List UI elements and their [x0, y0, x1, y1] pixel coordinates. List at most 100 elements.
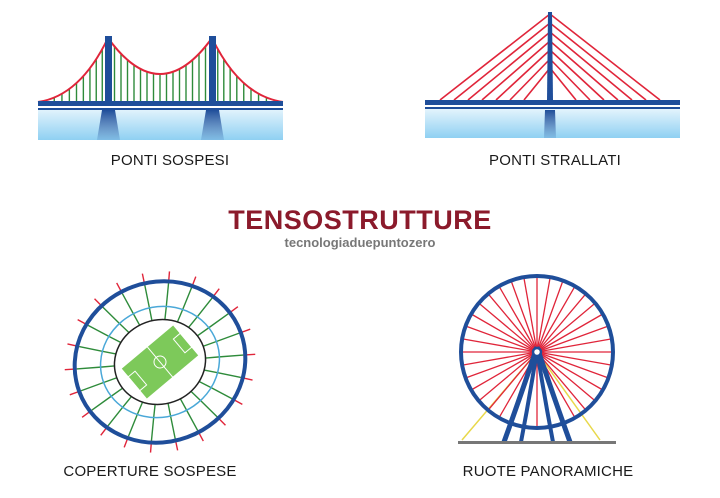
support-right [536, 351, 601, 441]
roof-cable-outer [216, 332, 240, 343]
suspension-bridge-illustration [37, 36, 284, 140]
roof-cable-inner [103, 377, 118, 384]
stay-cable [495, 49, 551, 101]
wheel-spoke [536, 278, 551, 353]
wheel-spoke [466, 325, 538, 353]
roof-cable-inner [190, 390, 202, 401]
stay-cable [481, 40, 551, 101]
pier-left [97, 110, 120, 140]
roof-cable-inner [102, 350, 117, 355]
roof-cable-inner [202, 340, 217, 347]
wheel-spoke [536, 351, 603, 391]
wheel-spoke [536, 286, 576, 353]
wheel-spoke [463, 338, 538, 353]
roof-cable-outer [219, 354, 244, 358]
roof-cable-inner [179, 398, 188, 411]
football-field [120, 324, 200, 400]
stay-cable [453, 22, 551, 101]
wheel-spoke [536, 351, 611, 366]
roof-cable-inner [205, 356, 220, 359]
roof-cable-outer [150, 417, 155, 441]
stay-cable [549, 22, 647, 101]
roof-cable-inner [118, 323, 130, 334]
wheel-spoke [488, 351, 538, 410]
pier-right [201, 110, 224, 140]
roof-cable-outer [121, 293, 134, 315]
label-coperture-sospese: COPERTURE SOSPESE [63, 463, 237, 480]
roof-cable-inner [110, 387, 123, 397]
suspended-roof-illustration [64, 271, 256, 453]
wheel-spoke [479, 351, 538, 401]
roof-cable-outer [182, 287, 193, 310]
roof-cable-inner [164, 306, 168, 320]
roof-cable-inner [203, 369, 218, 374]
ground [458, 441, 616, 444]
wheel-spoke [523, 278, 538, 353]
roof-cable-outer [107, 406, 124, 427]
deck [425, 100, 680, 105]
label-ponti-sospesi: PONTI SOSPESI [110, 152, 230, 169]
wheel-spoke [536, 313, 603, 353]
roof-cable-inner [198, 380, 212, 389]
roof-cable-inner [152, 404, 156, 418]
wheel-spoke [510, 281, 538, 353]
deck-lower [38, 108, 283, 110]
main-cable [37, 36, 284, 103]
stay-cable [549, 40, 619, 101]
roof-cable-inner [122, 396, 132, 408]
wheel-spoke [463, 351, 538, 366]
cable-stayed-bridge-illustration [425, 12, 680, 138]
wheel-spoke [536, 351, 595, 401]
stay-cable [549, 67, 577, 101]
roof-cable-outer [217, 371, 241, 379]
water [38, 108, 283, 140]
stay-cable [467, 31, 551, 101]
wheel-spoke [536, 294, 586, 353]
roof-cable-inner [100, 365, 115, 368]
roof-cable-inner [132, 313, 141, 326]
outer-ring [72, 279, 248, 445]
roof-cable-inner [188, 316, 198, 328]
roof-cable-inner [176, 309, 184, 323]
wheel-leg-inner-right [535, 349, 555, 443]
wheel-spoke [536, 281, 564, 353]
wheel-rim [459, 274, 615, 430]
roof-cable-outer [144, 285, 151, 309]
tower-right [209, 36, 216, 106]
wheel-spoke [536, 303, 595, 353]
stay-cable [549, 58, 591, 101]
wheel-spoke [536, 338, 611, 353]
roof-cable-inner [108, 335, 122, 344]
roof-cable-outer [210, 387, 233, 400]
stay-cable [509, 58, 551, 101]
roof-cable-inner [148, 307, 153, 321]
roof-cable-outer [196, 297, 213, 318]
stay-cable [549, 49, 605, 101]
stay-cable [439, 13, 551, 101]
wheel-spoke [498, 286, 538, 353]
stay-cables [439, 13, 661, 101]
wheel-spoke [471, 351, 538, 391]
page-subtitle: tecnologiaduepuntozero [284, 235, 436, 250]
wheel-spoke [479, 303, 538, 353]
middle-ring [99, 305, 221, 419]
ferris-wheel-illustration [458, 274, 616, 444]
stay-cable [549, 31, 633, 101]
wheel-spoke [536, 351, 586, 410]
roof-cable-outer [80, 381, 104, 392]
roof-cable-outer [169, 415, 176, 439]
roof-cable-outer [200, 399, 218, 418]
page-title: TENSOSTRUTTURE [228, 205, 492, 235]
wheel-spokes [462, 277, 612, 427]
roof-cable-outer [165, 283, 170, 307]
wheel-leg-inner [519, 349, 539, 443]
wheel-spoke [488, 294, 538, 353]
roof-cable-outer [91, 395, 112, 411]
wheel-spoke [536, 351, 608, 379]
roof-cable-outer [127, 414, 138, 437]
pylon [547, 12, 553, 100]
deck [38, 101, 283, 106]
roof-cable-outer [79, 345, 103, 353]
roof-cable-inner [167, 403, 172, 417]
wheel-spoke [471, 313, 538, 353]
